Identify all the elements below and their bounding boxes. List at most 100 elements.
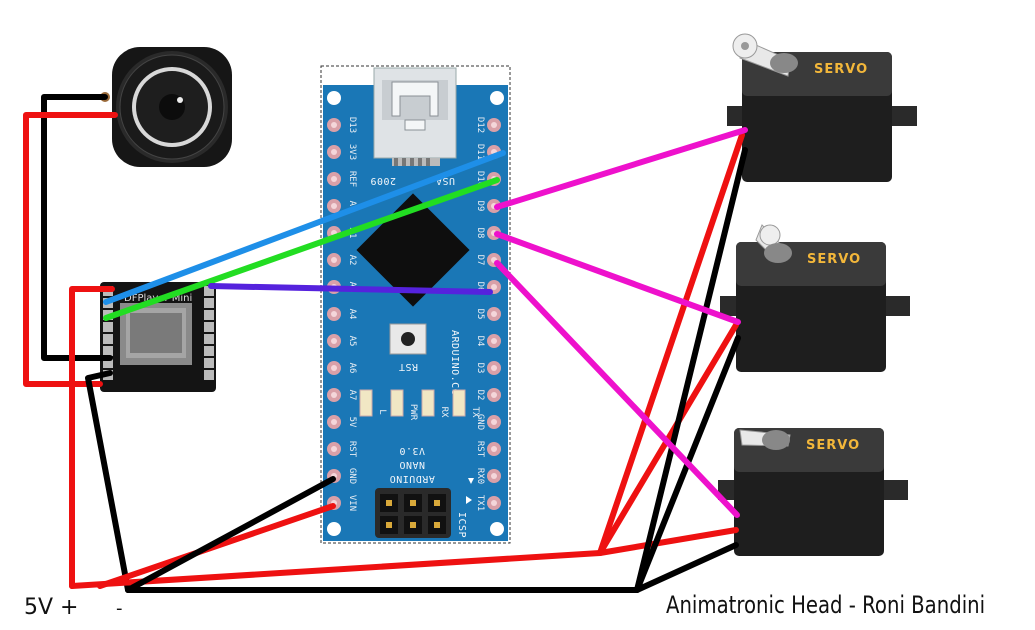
pin-hole-inner-right-11 xyxy=(491,419,497,425)
servo-1: SERVO xyxy=(727,33,917,182)
wire-busy xyxy=(208,283,493,295)
pin-hole-inner-left-0 xyxy=(331,122,337,128)
mp3-pin-right-2 xyxy=(204,310,214,320)
pin-hole-inner-right-9 xyxy=(491,365,497,371)
pin-hole-inner-left-3 xyxy=(331,203,337,209)
pin-hole-inner-left-9 xyxy=(331,365,337,371)
pin-hole-inner-right-8 xyxy=(491,338,497,344)
pin-label-right-1: D11 xyxy=(475,144,485,160)
pin-hole-inner-left-1 xyxy=(331,149,337,155)
pin-hole-inner-left-2 xyxy=(331,176,337,182)
pin-label-left-8: A5 xyxy=(347,336,357,347)
wire-tx xyxy=(103,177,500,321)
mp3-pin-right-7 xyxy=(204,370,214,380)
mp3-pin-right-0 xyxy=(204,286,214,296)
board-line-2: NANO xyxy=(399,459,425,470)
pin-label-left-13: GND xyxy=(347,468,357,484)
mp3-right-pins xyxy=(204,286,214,380)
pin-label-left-0: D13 xyxy=(347,117,357,133)
mp3-pin-left-6 xyxy=(103,358,113,368)
pin-hole-inner-right-7 xyxy=(491,311,497,317)
mp3-pin-right-4 xyxy=(204,334,214,344)
led-label-3: TX xyxy=(470,407,480,418)
pin-label-right-13: RX0 xyxy=(475,468,485,484)
pin-label-left-3: A0 xyxy=(347,201,357,212)
wires xyxy=(23,94,748,593)
servo-3: SERVO xyxy=(718,428,908,556)
pin-label-left-11: 5V xyxy=(347,417,357,428)
led-3 xyxy=(452,389,466,417)
pin-label-left-12: RST xyxy=(347,441,357,458)
board-line-3: V3.0 xyxy=(399,445,425,456)
wire-speaker-red xyxy=(23,112,118,387)
wire-rx xyxy=(103,150,506,305)
wire-servo2-signal xyxy=(494,231,741,325)
pin-hole-inner-right-14 xyxy=(491,500,497,506)
pin-label-right-7: D5 xyxy=(475,309,485,320)
side-label: ARDUINO.CC xyxy=(449,330,460,395)
wire-speaker-black xyxy=(41,94,113,361)
pin-hole-inner-left-7 xyxy=(331,311,337,317)
wire-servo3-power xyxy=(597,527,739,556)
wire-power-rail xyxy=(69,550,603,589)
pin-label-left-1: 3V3 xyxy=(347,144,357,160)
led-label-1: PWR xyxy=(408,404,418,421)
pin-label-right-14: TX1 xyxy=(475,495,485,511)
pin-label-right-2: D10 xyxy=(475,171,485,187)
pin-label-right-12: RST xyxy=(475,441,485,458)
pin-label-right-3: D9 xyxy=(475,201,485,212)
year-label: 2009 xyxy=(370,175,396,186)
pin-label-right-4: D8 xyxy=(475,228,485,239)
pin-label-left-5: A2 xyxy=(347,255,357,266)
pin-hole-inner-right-0 xyxy=(491,122,497,128)
pin-label-right-9: D3 xyxy=(475,363,485,374)
mp3-pin-left-5 xyxy=(103,346,113,356)
status-leds: L PWR RX TX xyxy=(359,389,480,421)
usb-connector xyxy=(373,67,457,166)
wire-arduino-gnd xyxy=(125,476,336,593)
led-0 xyxy=(359,389,373,417)
pin-hole-inner-right-6 xyxy=(491,284,497,290)
mp3-pin-right-5 xyxy=(204,346,214,356)
pin-label-left-9: A6 xyxy=(347,363,357,374)
pin-hole-inner-left-11 xyxy=(331,419,337,425)
servo-2-label: SERVO xyxy=(807,252,861,267)
reset-label: RST xyxy=(398,361,418,372)
servo-3-label: SERVO xyxy=(806,438,860,453)
usb-label: USA xyxy=(435,175,455,186)
led-2 xyxy=(421,389,435,417)
pin-label-right-0: D12 xyxy=(475,117,485,133)
wire-servo1-gnd xyxy=(634,147,748,593)
pin-hole-inner-right-10 xyxy=(491,392,497,398)
servo-2: SERVO xyxy=(720,224,910,372)
power-minus-label: - xyxy=(116,598,123,619)
pin-hole-inner-left-12 xyxy=(331,446,337,452)
led-label-2: RX xyxy=(439,407,449,418)
led-label-0: L xyxy=(377,409,387,414)
pin-hole-inner-left-5 xyxy=(331,257,337,263)
wire-servo1-power xyxy=(597,132,745,556)
mp3-pin-left-3 xyxy=(103,322,113,332)
power-plus-label: 5V + xyxy=(24,595,79,620)
pin-hole-inner-left-10 xyxy=(331,392,337,398)
pin-label-right-10: D2 xyxy=(475,390,485,401)
pin-label-left-2: REF xyxy=(347,171,357,187)
mp3-pin-left-4 xyxy=(103,334,113,344)
speaker xyxy=(100,47,232,167)
pin-hole-inner-right-13 xyxy=(491,473,497,479)
pin-label-right-8: D4 xyxy=(475,336,485,347)
pin-label-right-6: D6 xyxy=(475,282,485,293)
servo-1-label: SERVO xyxy=(814,62,868,77)
icsp-header xyxy=(375,488,451,538)
mp3-pin-right-6 xyxy=(204,358,214,368)
wire-mp3-gnd xyxy=(85,370,131,593)
pin-label-right-11: GND xyxy=(475,414,485,430)
led-1 xyxy=(390,389,404,417)
pin-hole-inner-left-8 xyxy=(331,338,337,344)
reset-button xyxy=(389,323,427,355)
wire-mp3-vcc xyxy=(69,286,115,589)
